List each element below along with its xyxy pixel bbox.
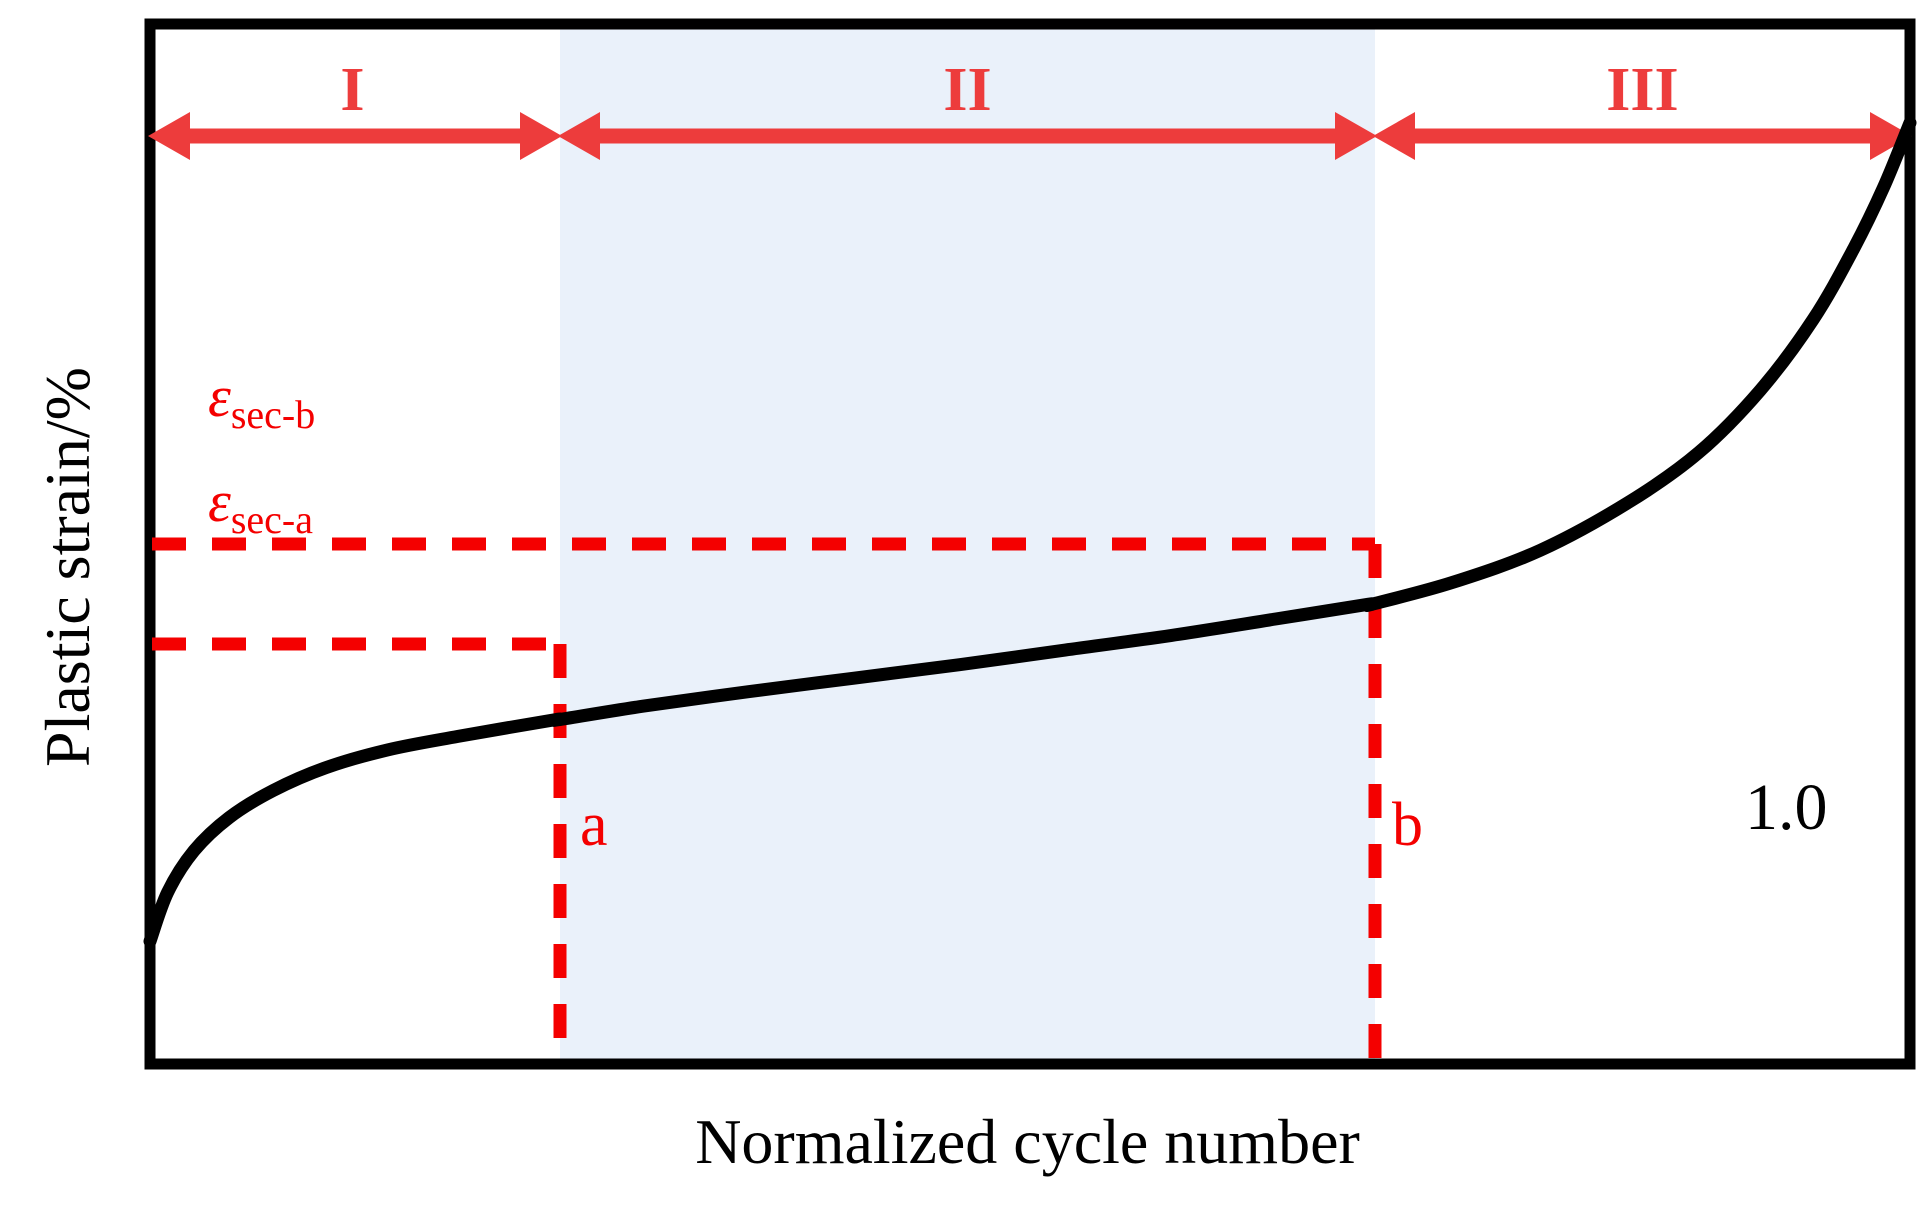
plot-frame [144, 18, 1916, 1070]
plastic-strain-curve [143, 116, 1917, 948]
eps-sec-b-symbol: ε [208, 364, 231, 429]
region-label-ii: II [943, 56, 992, 124]
region-label-i: I [340, 56, 365, 124]
x-axis-end-value: 1.0 [1745, 771, 1828, 844]
point-marker-a-label: a [580, 791, 608, 859]
eps-sec-a-symbol: ε [208, 469, 231, 534]
region-label-iii: III [1606, 56, 1679, 124]
y-axis-label: Plastic strain/% [32, 367, 103, 767]
eps-sec-b-label: εsec-b [208, 363, 315, 438]
eps-sec-a-label: εsec-a [208, 468, 313, 543]
eps-sec-b-subscript: sec-b [230, 391, 316, 437]
point-marker-b-label: b [1392, 791, 1423, 859]
eps-sec-a-subscript: sec-a [230, 496, 314, 542]
x-axis-label: Normalized cycle number [695, 1106, 1360, 1177]
region-arrows [148, 112, 1912, 160]
